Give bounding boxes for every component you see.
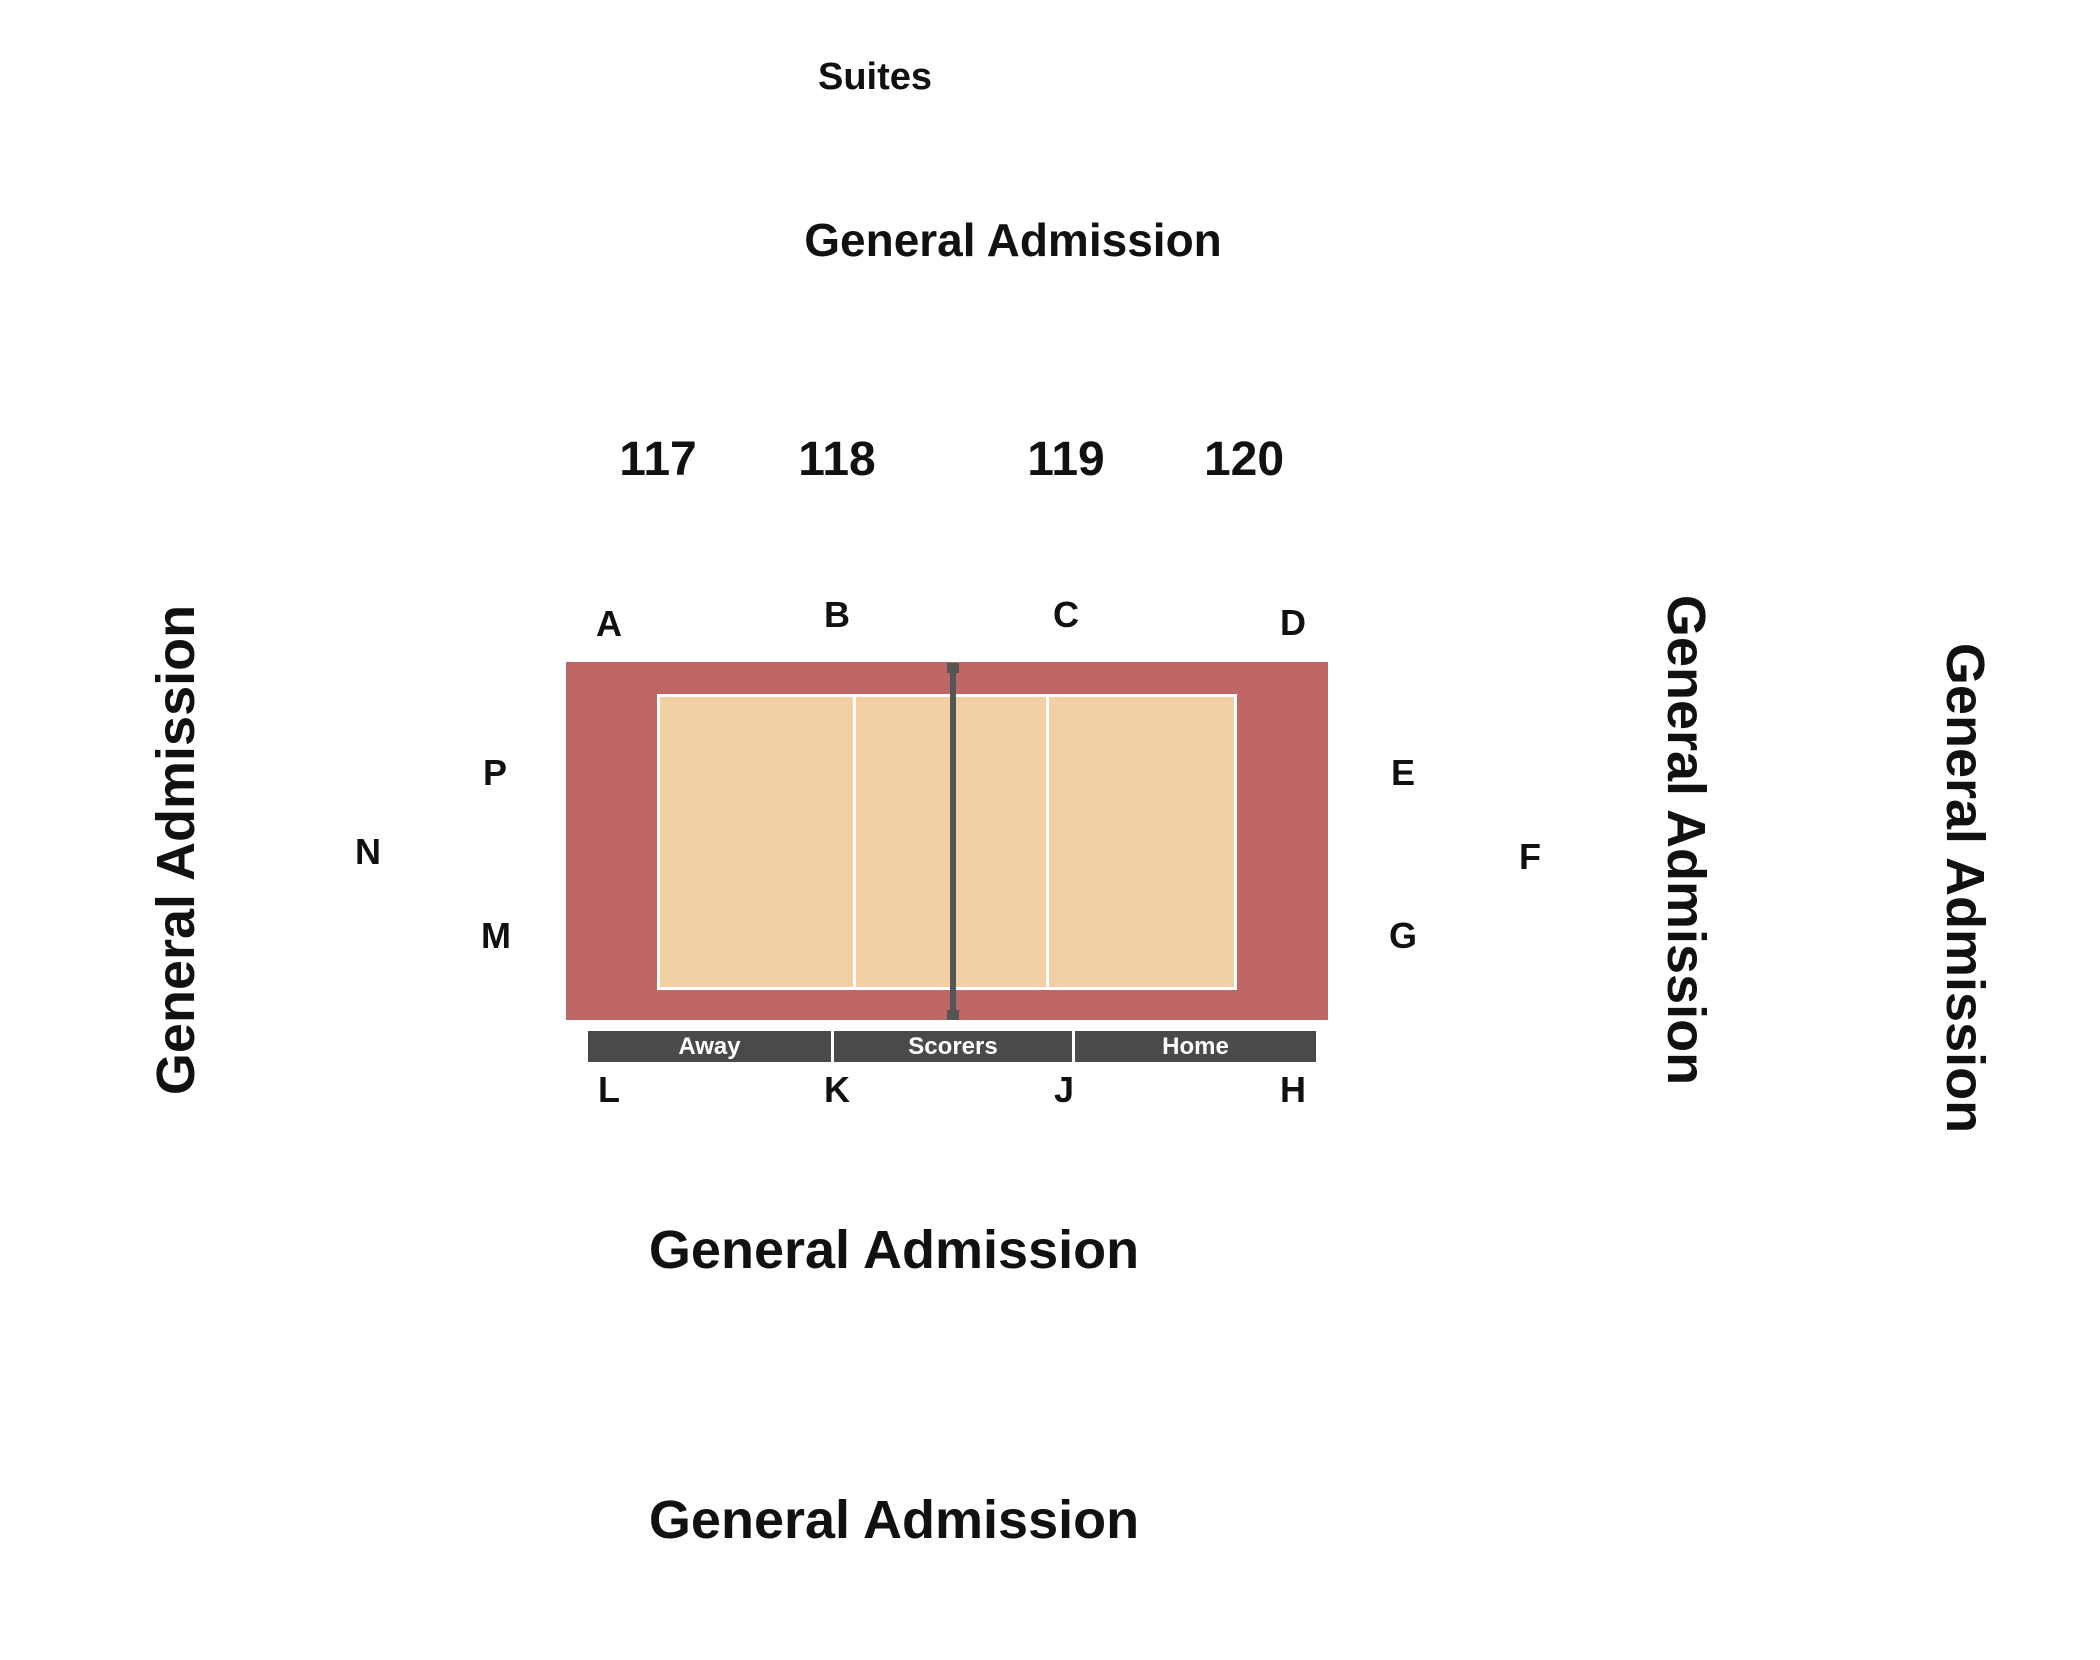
net-post-bottom: [947, 1010, 959, 1020]
section-m[interactable]: M: [481, 915, 511, 956]
ga-top-section[interactable]: General Admission: [804, 214, 1222, 266]
section-a[interactable]: A: [596, 603, 622, 644]
section-p[interactable]: P: [482, 752, 508, 793]
away-bench-label: Away: [678, 1032, 741, 1060]
home-bench[interactable]: Home: [1075, 1031, 1316, 1062]
ga-right-section-1[interactable]: General Admission: [1656, 594, 1716, 1086]
ga-bottom-section-2[interactable]: General Admission: [648, 1490, 1140, 1550]
court-playing-area: [657, 694, 1237, 990]
away-bench[interactable]: Away: [588, 1031, 831, 1062]
section-e[interactable]: E: [1390, 752, 1416, 793]
net-post-top: [947, 663, 959, 673]
section-n[interactable]: N: [355, 831, 381, 872]
section-b[interactable]: B: [824, 594, 850, 635]
section-120[interactable]: 120: [1203, 433, 1285, 486]
section-d[interactable]: D: [1280, 602, 1306, 643]
section-j[interactable]: J: [1053, 1069, 1075, 1110]
court-attack-line-right: [1046, 694, 1049, 990]
home-bench-label: Home: [1162, 1032, 1229, 1060]
section-117[interactable]: 117: [619, 433, 697, 486]
scorers-table[interactable]: Scorers: [834, 1031, 1072, 1062]
ga-bottom-section-1[interactable]: General Admission: [648, 1220, 1140, 1280]
ga-right-section-2[interactable]: General Admission: [1935, 642, 1995, 1134]
section-c[interactable]: C: [1053, 594, 1079, 635]
scorers-table-label: Scorers: [908, 1032, 998, 1060]
section-f[interactable]: F: [1519, 836, 1541, 877]
section-h[interactable]: H: [1280, 1069, 1306, 1110]
section-k[interactable]: K: [824, 1069, 850, 1110]
section-g[interactable]: G: [1388, 915, 1418, 956]
suites-label[interactable]: Suites: [817, 56, 933, 98]
net: [950, 666, 956, 1016]
court-attack-line-left: [853, 694, 856, 990]
section-118[interactable]: 118: [798, 433, 876, 486]
ga-left-section[interactable]: General Admission: [146, 604, 206, 1096]
section-119[interactable]: 119: [1027, 433, 1105, 486]
section-l[interactable]: L: [598, 1069, 620, 1110]
